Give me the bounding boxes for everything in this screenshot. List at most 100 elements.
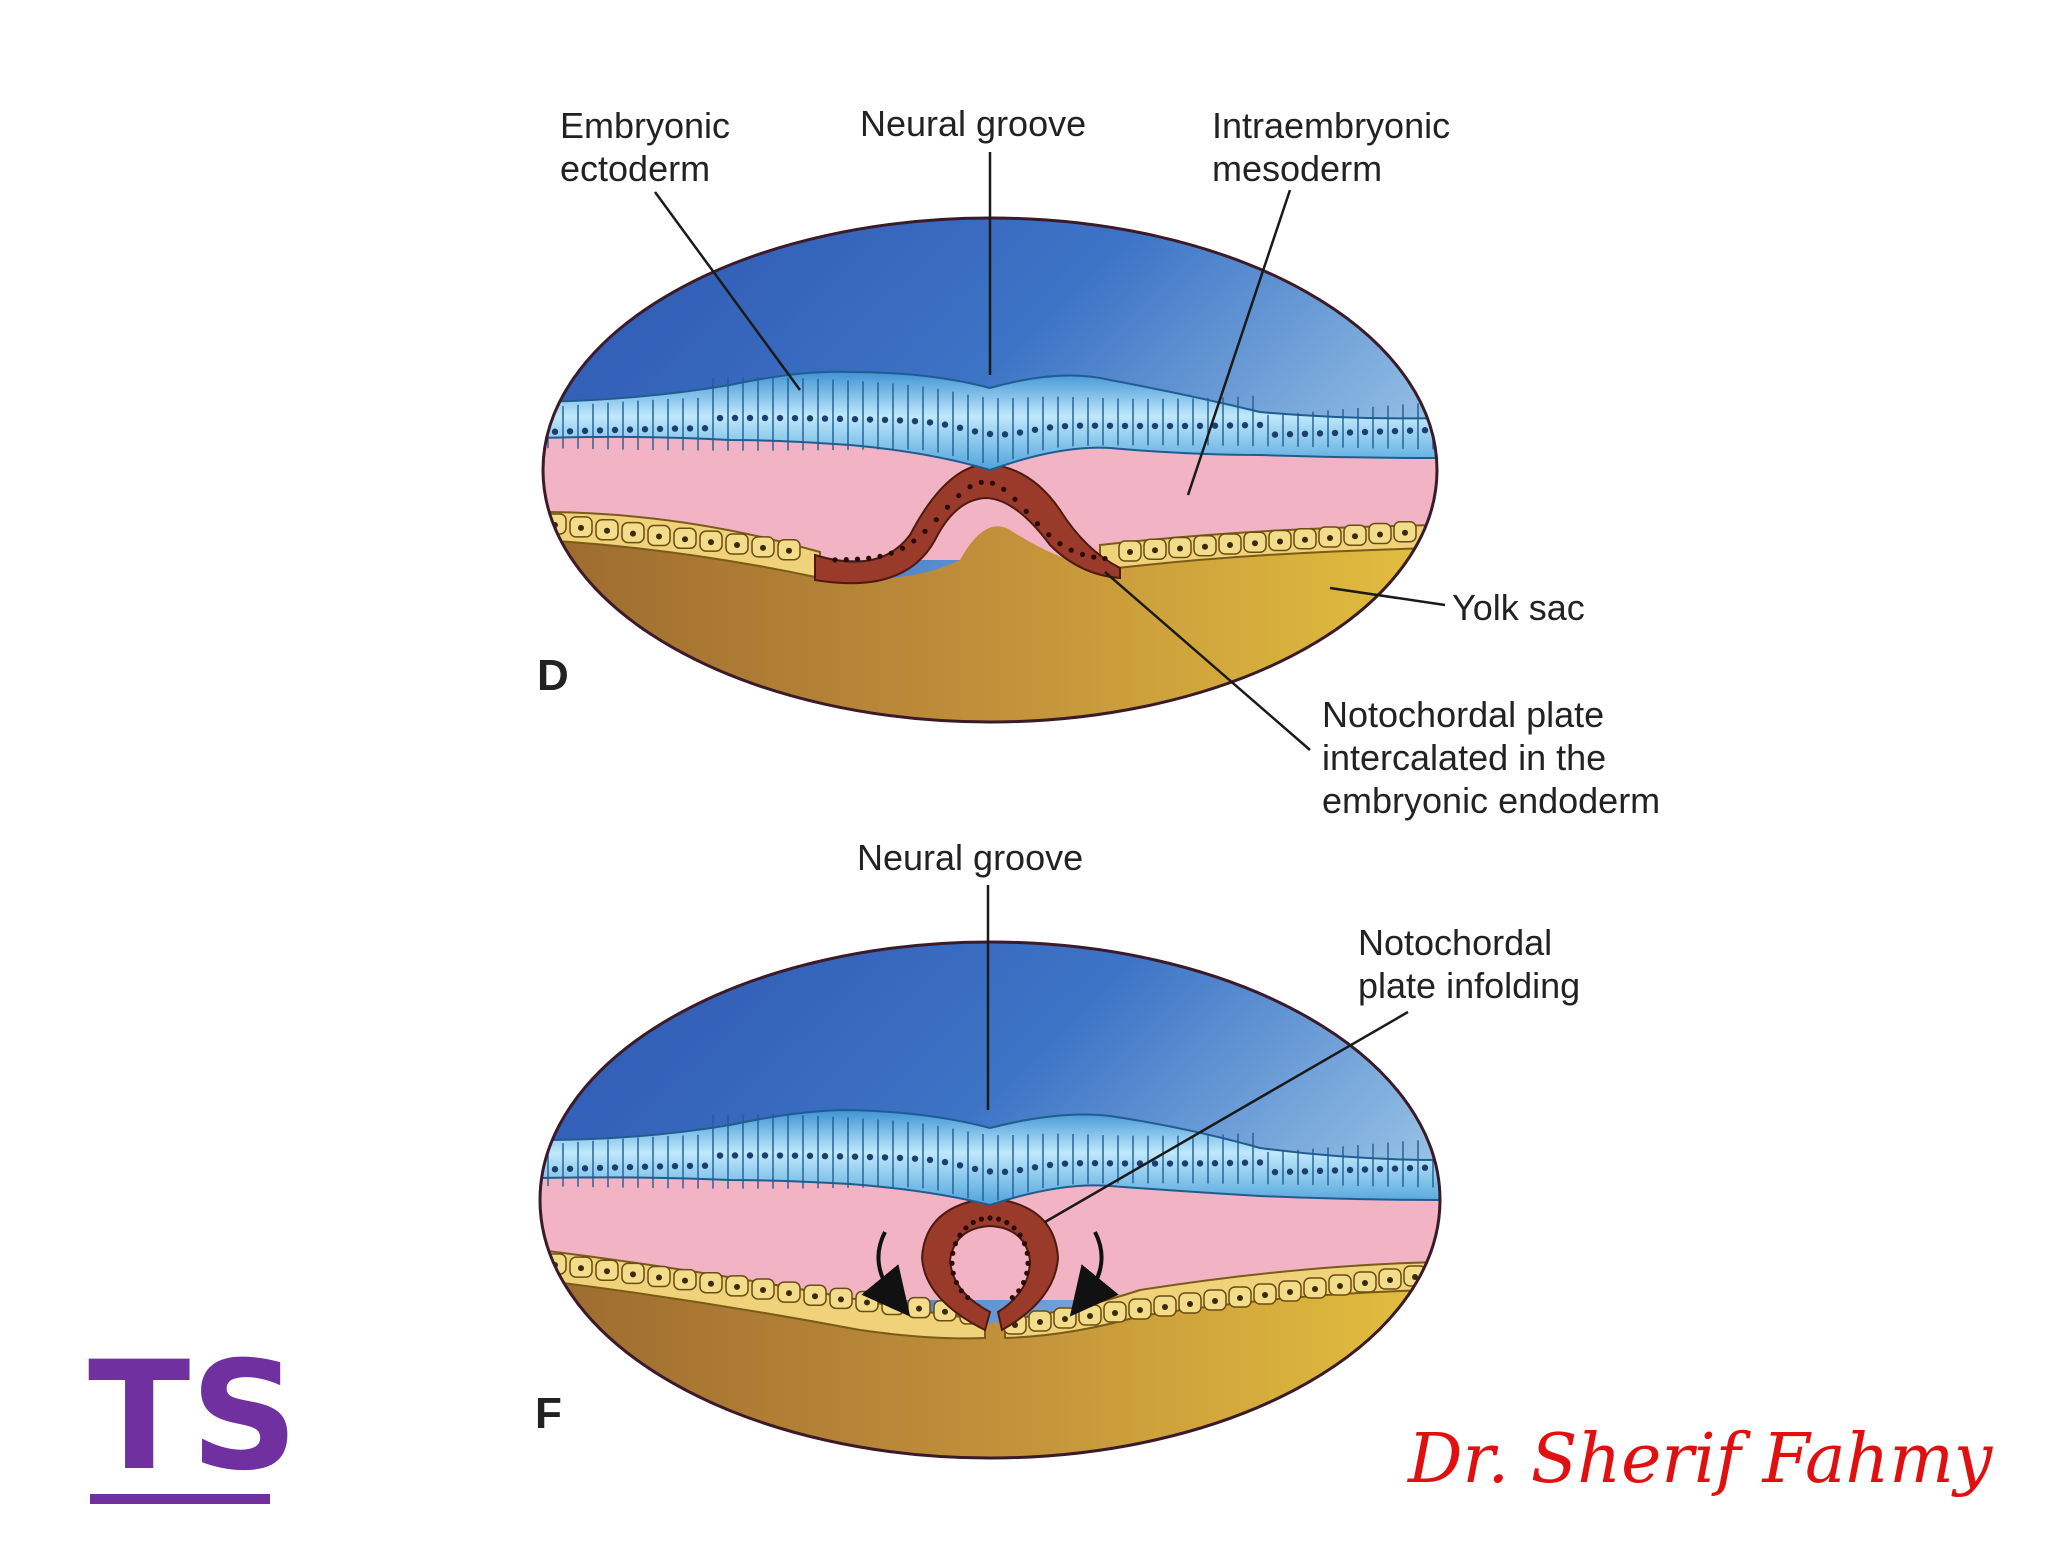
ectoderm-cell-nucleus bbox=[1196, 422, 1204, 430]
notochord-cell-nucleus bbox=[1012, 496, 1018, 502]
endoderm-cell-nucleus bbox=[1137, 1307, 1143, 1313]
ectoderm-cell-nucleus bbox=[1331, 1167, 1339, 1174]
notochord-cell-nucleus bbox=[1001, 486, 1007, 492]
ectoderm-cell-nucleus bbox=[596, 1164, 604, 1172]
endoderm-cell-nucleus bbox=[1037, 1319, 1043, 1325]
panel-letter-d: D bbox=[537, 651, 569, 700]
notochord-cell-nucleus bbox=[1057, 541, 1063, 547]
label-yolk-sac: Yolk sac bbox=[1452, 587, 1585, 628]
notochord-cell-nucleus bbox=[933, 517, 939, 523]
author-signature: Dr. Sherif Fahmy bbox=[1406, 1420, 1994, 1499]
ectoderm-cell-nucleus bbox=[1346, 429, 1354, 436]
endoderm-cell-nucleus bbox=[1412, 1274, 1418, 1280]
notochord-cells-f bbox=[949, 1215, 1031, 1301]
ectoderm-cell-nucleus bbox=[551, 1166, 559, 1173]
notochord-cell-nucleus bbox=[1034, 521, 1041, 527]
notochord-cell-nucleus bbox=[1025, 1260, 1031, 1266]
ectoderm-cell-nucleus bbox=[806, 1152, 814, 1160]
notochord-cell-nucleus bbox=[950, 1250, 956, 1256]
label-notochordal-plate: Notochordal plate intercalated in the em… bbox=[1322, 694, 1660, 821]
ectoderm-cell-nucleus bbox=[761, 414, 769, 422]
leader-notochordal-plate bbox=[1104, 571, 1311, 751]
ectoderm-cell-nucleus bbox=[1376, 1165, 1384, 1173]
endoderm-cell-nucleus bbox=[604, 1268, 610, 1275]
ectoderm-cell-nucleus bbox=[551, 428, 559, 435]
ectoderm-cells bbox=[547, 377, 1437, 463]
endoderm-cell-nucleus bbox=[682, 536, 688, 543]
ectoderm-cell-nucleus bbox=[596, 427, 604, 434]
endoderm-cell-nucleus bbox=[942, 1308, 948, 1315]
notochord-cell-nucleus bbox=[989, 480, 996, 486]
ectoderm-cell-nucleus bbox=[851, 415, 859, 423]
endoderm-cell-nucleus bbox=[682, 1277, 688, 1284]
ectoderm-cell-nucleus bbox=[1256, 1159, 1264, 1166]
ectoderm-cell-nucleus bbox=[1076, 422, 1084, 429]
notochord-cell-nucleus bbox=[957, 1232, 963, 1238]
ectoderm-cell-nucleus bbox=[836, 415, 844, 423]
label-neural-groove-f: Neural groove bbox=[857, 837, 1083, 878]
ectoderm-cell-nucleus bbox=[701, 425, 709, 432]
ectoderm-cell-nucleus bbox=[1136, 422, 1144, 430]
ectoderm-cell-nucleus bbox=[896, 1154, 904, 1162]
ectoderm-cell-nucleus bbox=[1046, 1161, 1054, 1169]
panel-f: Neural groove Notochordal plate infoldin… bbox=[535, 837, 1580, 1460]
ts-logo-underline bbox=[90, 1494, 270, 1504]
ectoderm-cell-nucleus bbox=[1361, 1166, 1369, 1173]
ectoderm-cell-nucleus bbox=[686, 1162, 694, 1170]
notochord-cell-nucleus bbox=[1068, 547, 1074, 553]
ectoderm-cell-nucleus bbox=[821, 415, 829, 422]
notochord-cell-nucleus bbox=[1024, 1270, 1030, 1276]
endoderm-cell-nucleus bbox=[1152, 547, 1158, 554]
endoderm-cell-nucleus bbox=[1162, 1304, 1168, 1310]
endoderm-cell-nucleus bbox=[734, 542, 740, 549]
notochord-cell-nucleus bbox=[1011, 1225, 1017, 1231]
notochord-cell-nucleus bbox=[944, 504, 951, 510]
ectoderm-cell-nucleus bbox=[1091, 1159, 1099, 1167]
ectoderm-cell-nucleus bbox=[656, 425, 664, 433]
ectoderm-cell-nucleus bbox=[911, 417, 919, 425]
ectoderm-cell-nucleus bbox=[881, 416, 889, 424]
ectoderm-cell-nucleus bbox=[641, 426, 649, 433]
leader-yolk-sac bbox=[1329, 586, 1446, 607]
ectoderm-cell-nucleus bbox=[566, 1165, 574, 1172]
notochord-cell-nucleus bbox=[1016, 1288, 1022, 1294]
ectoderm-cell-nucleus bbox=[566, 428, 574, 435]
ectoderm-cell-nucleus bbox=[1001, 1168, 1009, 1176]
ectoderm-cell-nucleus bbox=[896, 417, 904, 424]
notochord-cell-nucleus bbox=[1079, 551, 1086, 558]
ectoderm-cell-nucleus bbox=[701, 1162, 709, 1169]
endoderm-cell-nucleus bbox=[1312, 1286, 1318, 1292]
ectoderm-cell-nucleus bbox=[746, 1152, 754, 1159]
endoderm-cell-nucleus bbox=[708, 539, 714, 546]
panel-letter-f: F bbox=[535, 1389, 562, 1438]
notochord-cell-nucleus bbox=[1102, 555, 1108, 562]
ectoderm-cell-nucleus bbox=[1166, 422, 1174, 430]
ectoderm-cell-nucleus bbox=[1211, 422, 1219, 429]
ectoderm-cell-nucleus bbox=[1331, 429, 1339, 437]
endoderm-cell-nucleus bbox=[656, 533, 662, 540]
endoderm-cell-nucleus bbox=[1262, 1292, 1268, 1298]
endoderm-cell-nucleus bbox=[1352, 533, 1358, 540]
notochord-cell-nucleus bbox=[866, 555, 872, 561]
ts-logo: TS bbox=[88, 1330, 298, 1504]
ectoderm-cell-nucleus bbox=[1256, 421, 1264, 429]
endoderm-cell-nucleus bbox=[1377, 531, 1383, 538]
endoderm-cell-nucleus bbox=[1112, 1310, 1118, 1316]
ectoderm-cells-f bbox=[547, 1114, 1440, 1201]
ectoderm-cell-nucleus bbox=[1421, 427, 1429, 434]
ectoderm-cell-nucleus bbox=[1121, 1160, 1129, 1167]
ectoderm-cell-nucleus bbox=[1076, 1159, 1084, 1167]
ectoderm-cell-nucleus bbox=[1301, 1168, 1309, 1175]
ectoderm-cell-nucleus bbox=[1016, 429, 1024, 436]
ectoderm-cell-nucleus bbox=[1241, 422, 1249, 429]
ectoderm-cell-nucleus bbox=[941, 421, 949, 428]
notochord-cells bbox=[832, 479, 1108, 563]
notochord-cell-nucleus bbox=[1023, 508, 1029, 514]
ectoderm-cell-nucleus bbox=[1271, 431, 1279, 438]
ectoderm-cell-nucleus bbox=[1016, 1166, 1024, 1174]
ectoderm-cell-nucleus bbox=[731, 1152, 739, 1159]
ectoderm-cell-nucleus bbox=[1391, 1165, 1399, 1172]
endoderm-cell-nucleus bbox=[890, 1302, 896, 1309]
leader-ectoderm bbox=[653, 191, 802, 391]
